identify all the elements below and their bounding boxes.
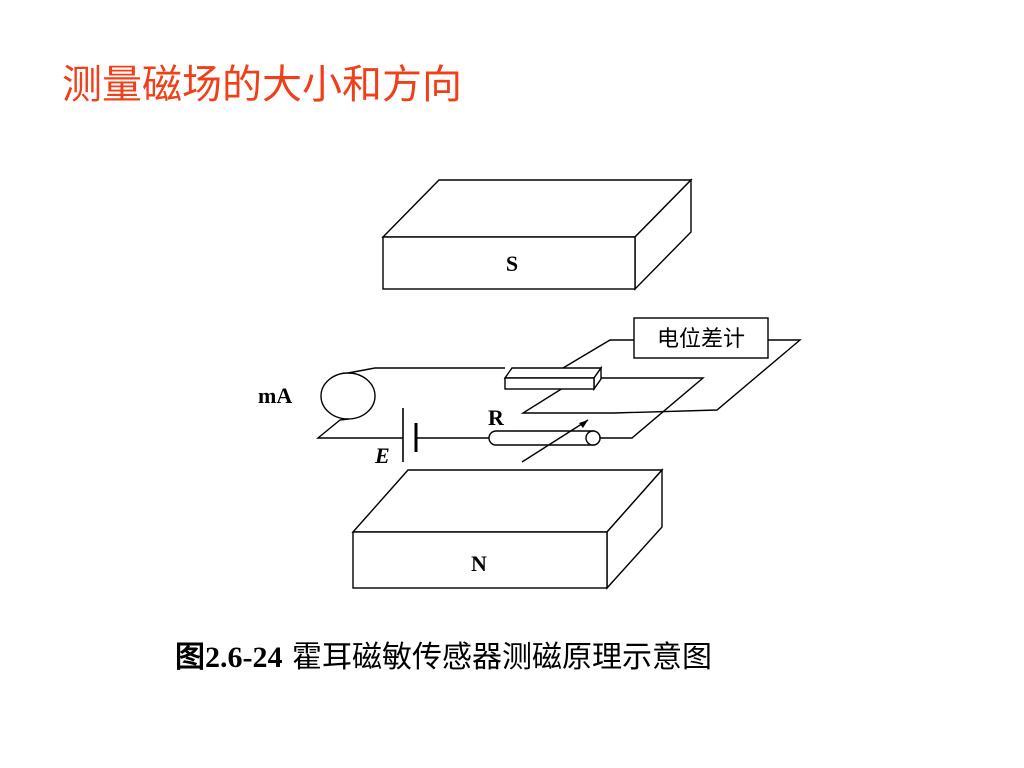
figure-number: 图2.6-24 bbox=[175, 641, 283, 674]
resistor-label: R bbox=[488, 405, 505, 430]
hall-sensor-element bbox=[503, 365, 603, 392]
figure-caption: 图2.6-24 霍耳磁敏传感器测磁原理示意图 bbox=[175, 632, 712, 676]
battery-symbol bbox=[402, 408, 418, 462]
milliammeter-label: mA bbox=[258, 383, 292, 408]
variable-resistor bbox=[488, 419, 601, 463]
slide-title: 测量磁场的大小和方向 bbox=[62, 62, 462, 108]
potentiometer-box bbox=[633, 317, 769, 359]
magnet-n-block: N bbox=[351, 468, 664, 590]
figure-caption-text: 霍耳磁敏传感器测磁原理示意图 bbox=[292, 640, 713, 675]
magnet-s-label: S bbox=[506, 251, 518, 276]
battery-label: E bbox=[374, 443, 390, 468]
potentiometer-label: 电位差计 bbox=[657, 327, 745, 352]
magnet-n-label: N bbox=[471, 551, 487, 576]
circuit-wires bbox=[316, 339, 802, 439]
milliammeter-circle bbox=[320, 372, 376, 420]
magnet-s-block: S bbox=[381, 178, 693, 291]
